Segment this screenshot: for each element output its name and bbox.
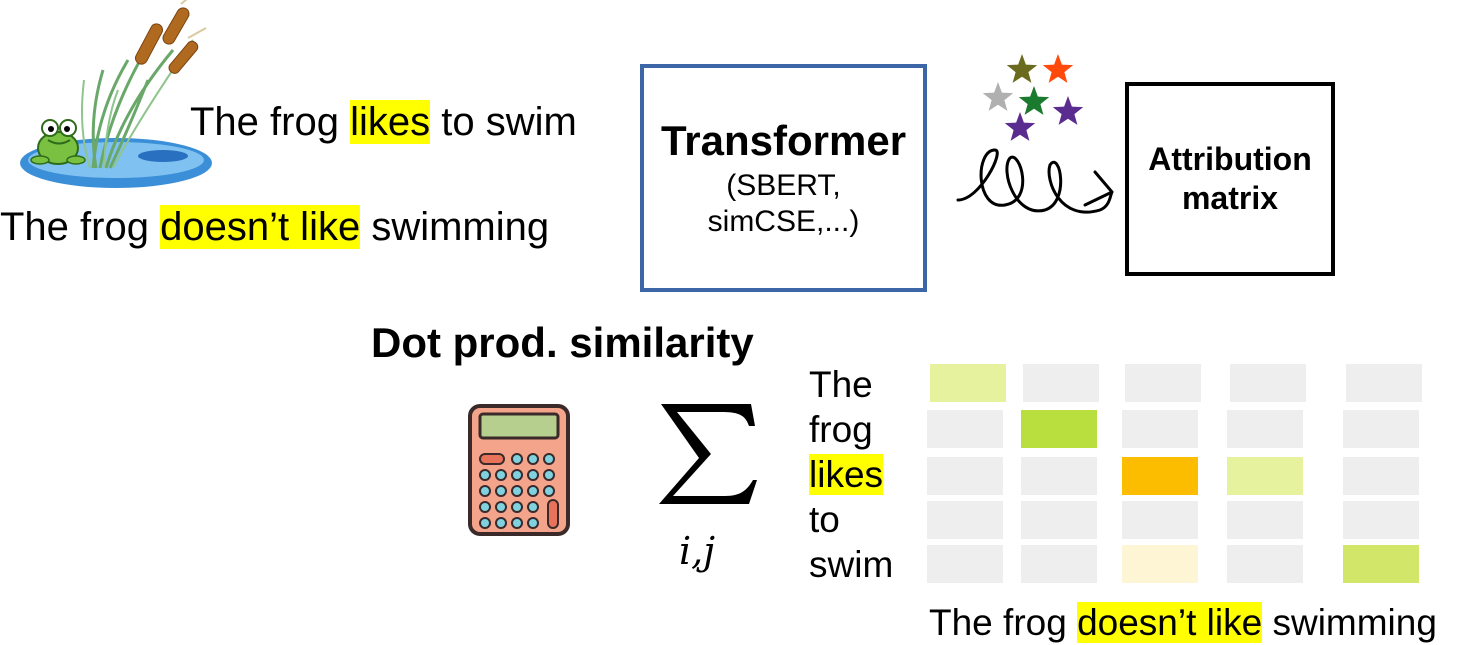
frog-pond-illustration xyxy=(20,0,212,188)
sentence-1-end: to swim xyxy=(430,100,577,144)
dot-product-title: Dot prod. similarity xyxy=(371,319,754,366)
matrix-cell xyxy=(1343,457,1419,495)
matrix-cell xyxy=(1122,410,1198,448)
matrix-cell xyxy=(1125,364,1201,402)
star-icon xyxy=(1042,54,1074,83)
calculator-key xyxy=(543,453,555,465)
sentence-1-highlight: likes xyxy=(350,100,431,144)
calculator-key xyxy=(495,501,507,513)
row-label-text: The xyxy=(809,364,873,405)
calculator-key xyxy=(479,469,491,481)
row-label-text: to xyxy=(809,499,840,540)
column-sentence-end: swimming xyxy=(1262,602,1437,643)
calculator-key xyxy=(511,517,523,529)
column-sentence-highlight: doesn’t like xyxy=(1077,602,1263,643)
calculator-key xyxy=(527,485,539,497)
calculator-key xyxy=(479,453,505,465)
matrix-row-label: to xyxy=(809,497,893,542)
calculator-key xyxy=(527,469,539,481)
sentence-1-start: The frog xyxy=(190,100,351,144)
calculator-icon xyxy=(468,404,570,536)
calculator-key xyxy=(495,485,507,497)
matrix-cell xyxy=(927,457,1003,495)
matrix-cell xyxy=(1122,457,1198,495)
calculator-key xyxy=(543,469,555,481)
calculator-key xyxy=(511,453,523,465)
summation-icon: i,j xyxy=(659,404,757,573)
sentence-2-start: The frog xyxy=(0,205,161,249)
matrix-cell xyxy=(927,545,1003,583)
star-icon xyxy=(1006,54,1038,83)
star-icon xyxy=(1052,96,1084,125)
attribution-matrix-label: Attribution matrix xyxy=(1148,141,1312,216)
matrix-row-label: swim xyxy=(809,542,893,587)
row-label-text: swim xyxy=(809,544,894,585)
sentence-2-end: swimming xyxy=(360,205,550,249)
column-sentence: The frog doesn’t like swimming xyxy=(929,602,1437,643)
column-sentence-start: The frog xyxy=(929,602,1078,643)
matrix-cell xyxy=(1230,364,1306,402)
matrix-cell xyxy=(1122,545,1198,583)
matrix-cell xyxy=(1021,410,1097,448)
matrix-cell xyxy=(1343,501,1419,539)
matrix-cell xyxy=(930,364,1006,402)
transformer-box: Transformer (SBERT, simCSE,...) xyxy=(640,64,927,292)
row-label-text: likes xyxy=(809,454,884,495)
matrix-cell xyxy=(1023,364,1099,402)
matrix-cell xyxy=(1343,410,1419,448)
squiggle-arrow-icon xyxy=(956,148,1114,214)
matrix-cell xyxy=(927,410,1003,448)
matrix-cell xyxy=(1021,501,1097,539)
calculator-key xyxy=(547,499,559,529)
calculator-key xyxy=(527,501,539,513)
star-icon xyxy=(1004,112,1036,141)
matrix-cell xyxy=(1021,457,1097,495)
calculator-key xyxy=(511,485,523,497)
matrix-cell xyxy=(1227,410,1303,448)
sentence-2-highlight: doesn’t like xyxy=(160,205,361,249)
matrix-row-label: likes xyxy=(809,452,893,497)
calculator-key xyxy=(479,485,491,497)
matrix-cell xyxy=(1343,545,1419,583)
matrix-cell xyxy=(1227,501,1303,539)
calculator-key xyxy=(479,517,491,529)
attribution-matrix-box: Attribution matrix xyxy=(1125,82,1335,276)
star-icon xyxy=(1018,86,1050,115)
transformer-title: Transformer xyxy=(660,117,907,164)
transformer-models-line-1: (SBERT, xyxy=(726,169,841,202)
matrix-cell xyxy=(927,501,1003,539)
transformer-models-line-2: simCSE,...) xyxy=(707,205,860,238)
calculator-key xyxy=(495,517,507,529)
transformer-models: (SBERT, simCSE,...) xyxy=(644,168,923,240)
calculator-key xyxy=(511,501,523,513)
calculator-key xyxy=(495,469,507,481)
row-label-text: frog xyxy=(809,409,873,450)
matrix-row-label: The xyxy=(809,362,893,407)
summation-subscript: i,j xyxy=(679,529,715,573)
sentence-doesnt-like: The frog doesn’t like swimming xyxy=(0,205,550,249)
calculator-key xyxy=(479,501,491,513)
matrix-row-label: frog xyxy=(809,407,893,452)
sentence-likes: The frog likes to swim xyxy=(190,100,577,144)
matrix-cell xyxy=(1227,457,1303,495)
calculator-key xyxy=(511,469,523,481)
calculator-key xyxy=(527,517,539,529)
calculator-key xyxy=(543,485,555,497)
matrix-cell xyxy=(1021,545,1097,583)
matrix-cell xyxy=(1346,364,1422,402)
stars-sparkle-icon xyxy=(982,54,1084,141)
matrix-cell xyxy=(1122,501,1198,539)
calculator-key xyxy=(527,453,539,465)
matrix-cell xyxy=(1227,545,1303,583)
star-icon xyxy=(982,82,1014,111)
